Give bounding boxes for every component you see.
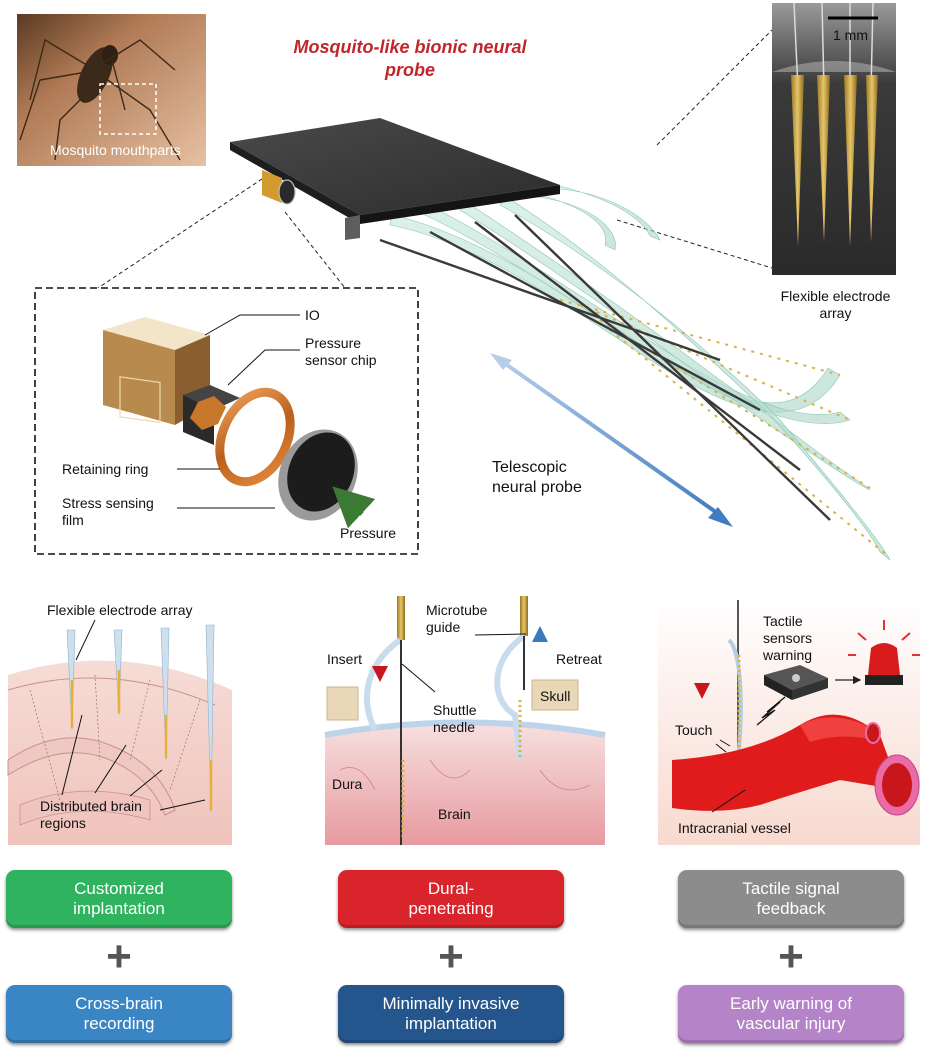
brain-regions-label: Distributed brain regions <box>40 798 142 831</box>
left-array-label: Flexible electrode array <box>47 602 193 618</box>
vessel-warning-panel <box>658 597 920 845</box>
probe-device <box>230 118 891 561</box>
pressure-sensor-chip-label: Pressure sensor chip <box>305 335 377 368</box>
mosquito-photo <box>17 14 206 166</box>
dura-penetration-panel <box>324 596 606 845</box>
figure-title: Mosquito-like bionic neural probe <box>293 37 527 80</box>
tactile-label: Tactile sensors warning <box>763 613 813 663</box>
scale-bar-label: 1 mm <box>833 27 868 43</box>
brain-label: Brain <box>438 806 471 822</box>
touch-label: Touch <box>675 722 713 738</box>
insert-label: Insert <box>327 651 363 667</box>
vessel-label: Intracranial vessel <box>678 820 791 836</box>
skull-label: Skull <box>540 688 571 704</box>
flex-array-label: Flexible electrode array <box>780 288 891 321</box>
brain-section-panel <box>7 619 232 845</box>
badge-minimally-invasive: Minimally invasive implantation <box>338 985 564 1043</box>
telescopic-arrow <box>490 353 733 527</box>
sensor-exploded-view <box>34 287 419 555</box>
plus-sign-right: + <box>778 932 804 981</box>
badge-text: Minimally invasive implantation <box>382 994 520 1033</box>
badge-text: Cross-brain recording <box>75 994 163 1033</box>
badge-tactile-feedback: Tactile signal feedback <box>678 870 904 928</box>
badge-text: Tactile signal feedback <box>742 879 840 918</box>
mosquito-photo-label: Mosquito mouthparts <box>50 142 181 158</box>
badge-text: Early warning of vascular injury <box>730 994 852 1033</box>
plus-sign-left: + <box>106 932 132 981</box>
retreat-label: Retreat <box>556 651 602 667</box>
badge-text: Customized implantation <box>73 879 165 918</box>
retaining-ring-label: Retaining ring <box>62 461 149 477</box>
dura-label: Dura <box>332 776 363 792</box>
microtube-label: Microtube guide <box>426 602 488 635</box>
plus-sign-middle: + <box>438 932 464 981</box>
electrode-array-photo <box>772 2 896 275</box>
io-label: IO <box>305 307 320 323</box>
badge-dural-penetrating: Dural-penetrating <box>338 870 564 928</box>
badge-early-warning: Early warning of vascular injury <box>678 985 904 1043</box>
badge-customized-implantation: Customized implantation <box>6 870 232 928</box>
stress-film-label: Stress sensing film <box>62 495 154 528</box>
telescopic-label: Telescopic neural probe <box>492 459 582 496</box>
pressure-label: Pressure <box>340 525 397 541</box>
badge-cross-brain-recording: Cross-brain recording <box>6 985 232 1043</box>
shuttle-label: Shuttle needle <box>433 702 477 735</box>
badge-text: Dural-penetrating <box>408 879 494 918</box>
